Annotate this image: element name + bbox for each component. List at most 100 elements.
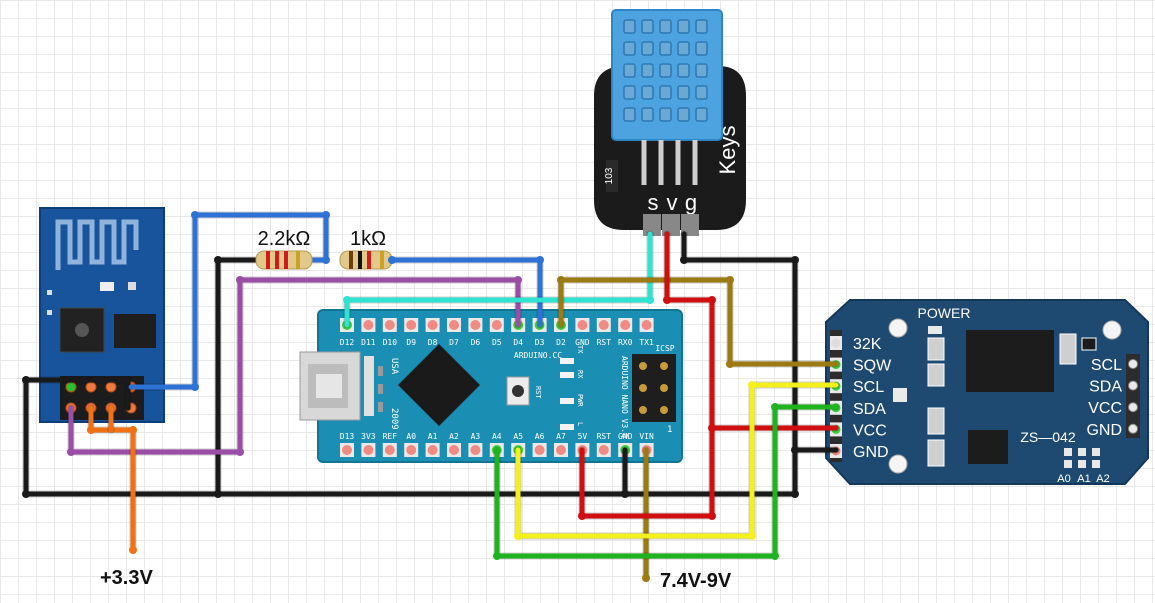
rtc-model: ZS—042 <box>1020 429 1075 445</box>
wire-joint <box>791 256 799 264</box>
nano-pin-label: D5 <box>492 338 502 347</box>
rtc-pin-label: SQW <box>853 358 892 375</box>
esp01-module <box>39 207 165 423</box>
wire-joint <box>343 296 351 304</box>
nano-brand: ARDUINO.CC <box>514 351 562 360</box>
dht-code: 103 <box>604 167 615 184</box>
resistor-1k-label: 1kΩ <box>350 228 386 250</box>
nano-pin-d11 <box>363 320 374 330</box>
nano-name: ARDUINO NANO V3.0 <box>620 356 629 438</box>
resistor-2k2-label: 2.2kΩ <box>258 228 311 250</box>
purple-wire <box>68 277 521 455</box>
led-pwr-label: PWR <box>576 394 584 407</box>
pcb-antenna <box>55 219 139 270</box>
wire-joint <box>129 546 137 554</box>
rtc-module: POWER ZS—042 A0 A1 A2 32KSQWSCLSDAVCCGND… <box>825 299 1149 485</box>
wire-joint <box>557 276 565 284</box>
esp-supply-label: +3.3V <box>100 567 153 589</box>
wire-joint <box>621 490 629 498</box>
mount-hole <box>1102 320 1122 340</box>
wire-joint <box>748 532 756 540</box>
wire-joint <box>680 256 688 264</box>
wire-joint <box>388 256 396 264</box>
nano-pin-label: D2 <box>556 338 566 347</box>
wire-joint <box>191 383 199 391</box>
wire-joints <box>22 211 799 582</box>
rtc-addr-a2: A2 <box>1096 473 1109 485</box>
nano-pin-a3 <box>470 445 481 455</box>
dht-pin-g: g <box>685 190 697 215</box>
nano-pin-label: 3V3 <box>361 432 376 441</box>
rtc-pin-gnd <box>1128 423 1138 434</box>
nano-pin-label: D10 <box>383 338 398 347</box>
nano-pin-label: D7 <box>449 338 459 347</box>
nano-pin-label: A7 <box>556 432 566 441</box>
nano-pin-gnd <box>577 320 588 330</box>
nano-pin-d8 <box>427 320 438 330</box>
led-rx-label: RX <box>576 370 584 379</box>
nano-pin-d10 <box>384 320 395 330</box>
sensor-grille <box>623 19 708 122</box>
wire-joint <box>708 424 716 432</box>
nano-pin-label: A1 <box>428 432 438 441</box>
black-wire <box>23 231 798 497</box>
icsp-header <box>632 354 676 422</box>
nano-pin-label: RX0 <box>618 338 633 347</box>
resistor-2k2 <box>255 250 313 270</box>
nano-pin-d9 <box>406 320 417 330</box>
nano-pin-label: GND <box>575 338 590 347</box>
wire-joint <box>663 296 671 304</box>
wire-joint <box>322 256 330 264</box>
nano-pin-label: 5V <box>578 432 588 441</box>
wire-joint <box>791 490 799 498</box>
led-tx-label: TX <box>576 345 584 354</box>
wire-joint <box>214 490 222 498</box>
dht11-sensor: 103 Keys s v g <box>594 9 746 236</box>
nano-pin-a1 <box>427 445 438 455</box>
nano-pin-label: D3 <box>535 338 545 347</box>
rtc-addr-a1: A1 <box>1077 473 1090 485</box>
nano-pin-label: A6 <box>535 432 545 441</box>
nano-pin-d7 <box>449 320 459 330</box>
wire-joint <box>748 381 756 389</box>
usa-label: USA <box>389 358 399 375</box>
rtc-pin-sda <box>1128 380 1138 391</box>
wire-joint <box>22 376 30 384</box>
year-label: 2009 <box>389 408 399 430</box>
nano-pin-label: GND <box>618 432 633 441</box>
nano-pin-label: D6 <box>471 338 481 347</box>
nano-pin-ref <box>384 445 395 455</box>
nano-pin-label: VIN <box>639 432 654 441</box>
nano-pin-label: D11 <box>361 338 376 347</box>
nano-pin-label: A2 <box>449 432 459 441</box>
rtc-chip <box>966 330 1054 392</box>
wire-joint <box>646 296 654 304</box>
nano-pin-a7 <box>556 445 566 455</box>
dht-brand: Keys <box>715 126 740 175</box>
rst-label: RST <box>534 386 542 399</box>
nano-pin-d5 <box>491 320 502 330</box>
wire-joint <box>322 211 330 219</box>
nano-pin-label: A5 <box>513 432 523 441</box>
nano-pin-rx0 <box>620 320 631 330</box>
nano-pin-a2 <box>449 445 459 455</box>
nano-pin-label: A4 <box>492 432 502 441</box>
wire-joint <box>708 512 716 520</box>
nano-pin-label: D9 <box>406 338 416 347</box>
pin1-label: 1 <box>667 425 672 435</box>
flash-chip <box>114 314 156 348</box>
wire-joint <box>514 276 522 284</box>
mount-hole <box>888 454 908 474</box>
rtc-pin-label: SCL <box>1091 357 1122 374</box>
nano-pin-a6 <box>534 445 545 455</box>
wire-joint <box>493 552 501 560</box>
wire-joint <box>22 490 30 498</box>
nano-supply-label: 7.4V-9V <box>660 570 732 592</box>
wire-joint <box>726 360 734 368</box>
rtc-pin-label: GND <box>853 444 889 461</box>
wire-joint <box>578 512 586 520</box>
eeprom-chip <box>968 430 1008 464</box>
rtc-pin-label: SCL <box>853 379 884 396</box>
nano-pin-label: D8 <box>428 338 438 347</box>
